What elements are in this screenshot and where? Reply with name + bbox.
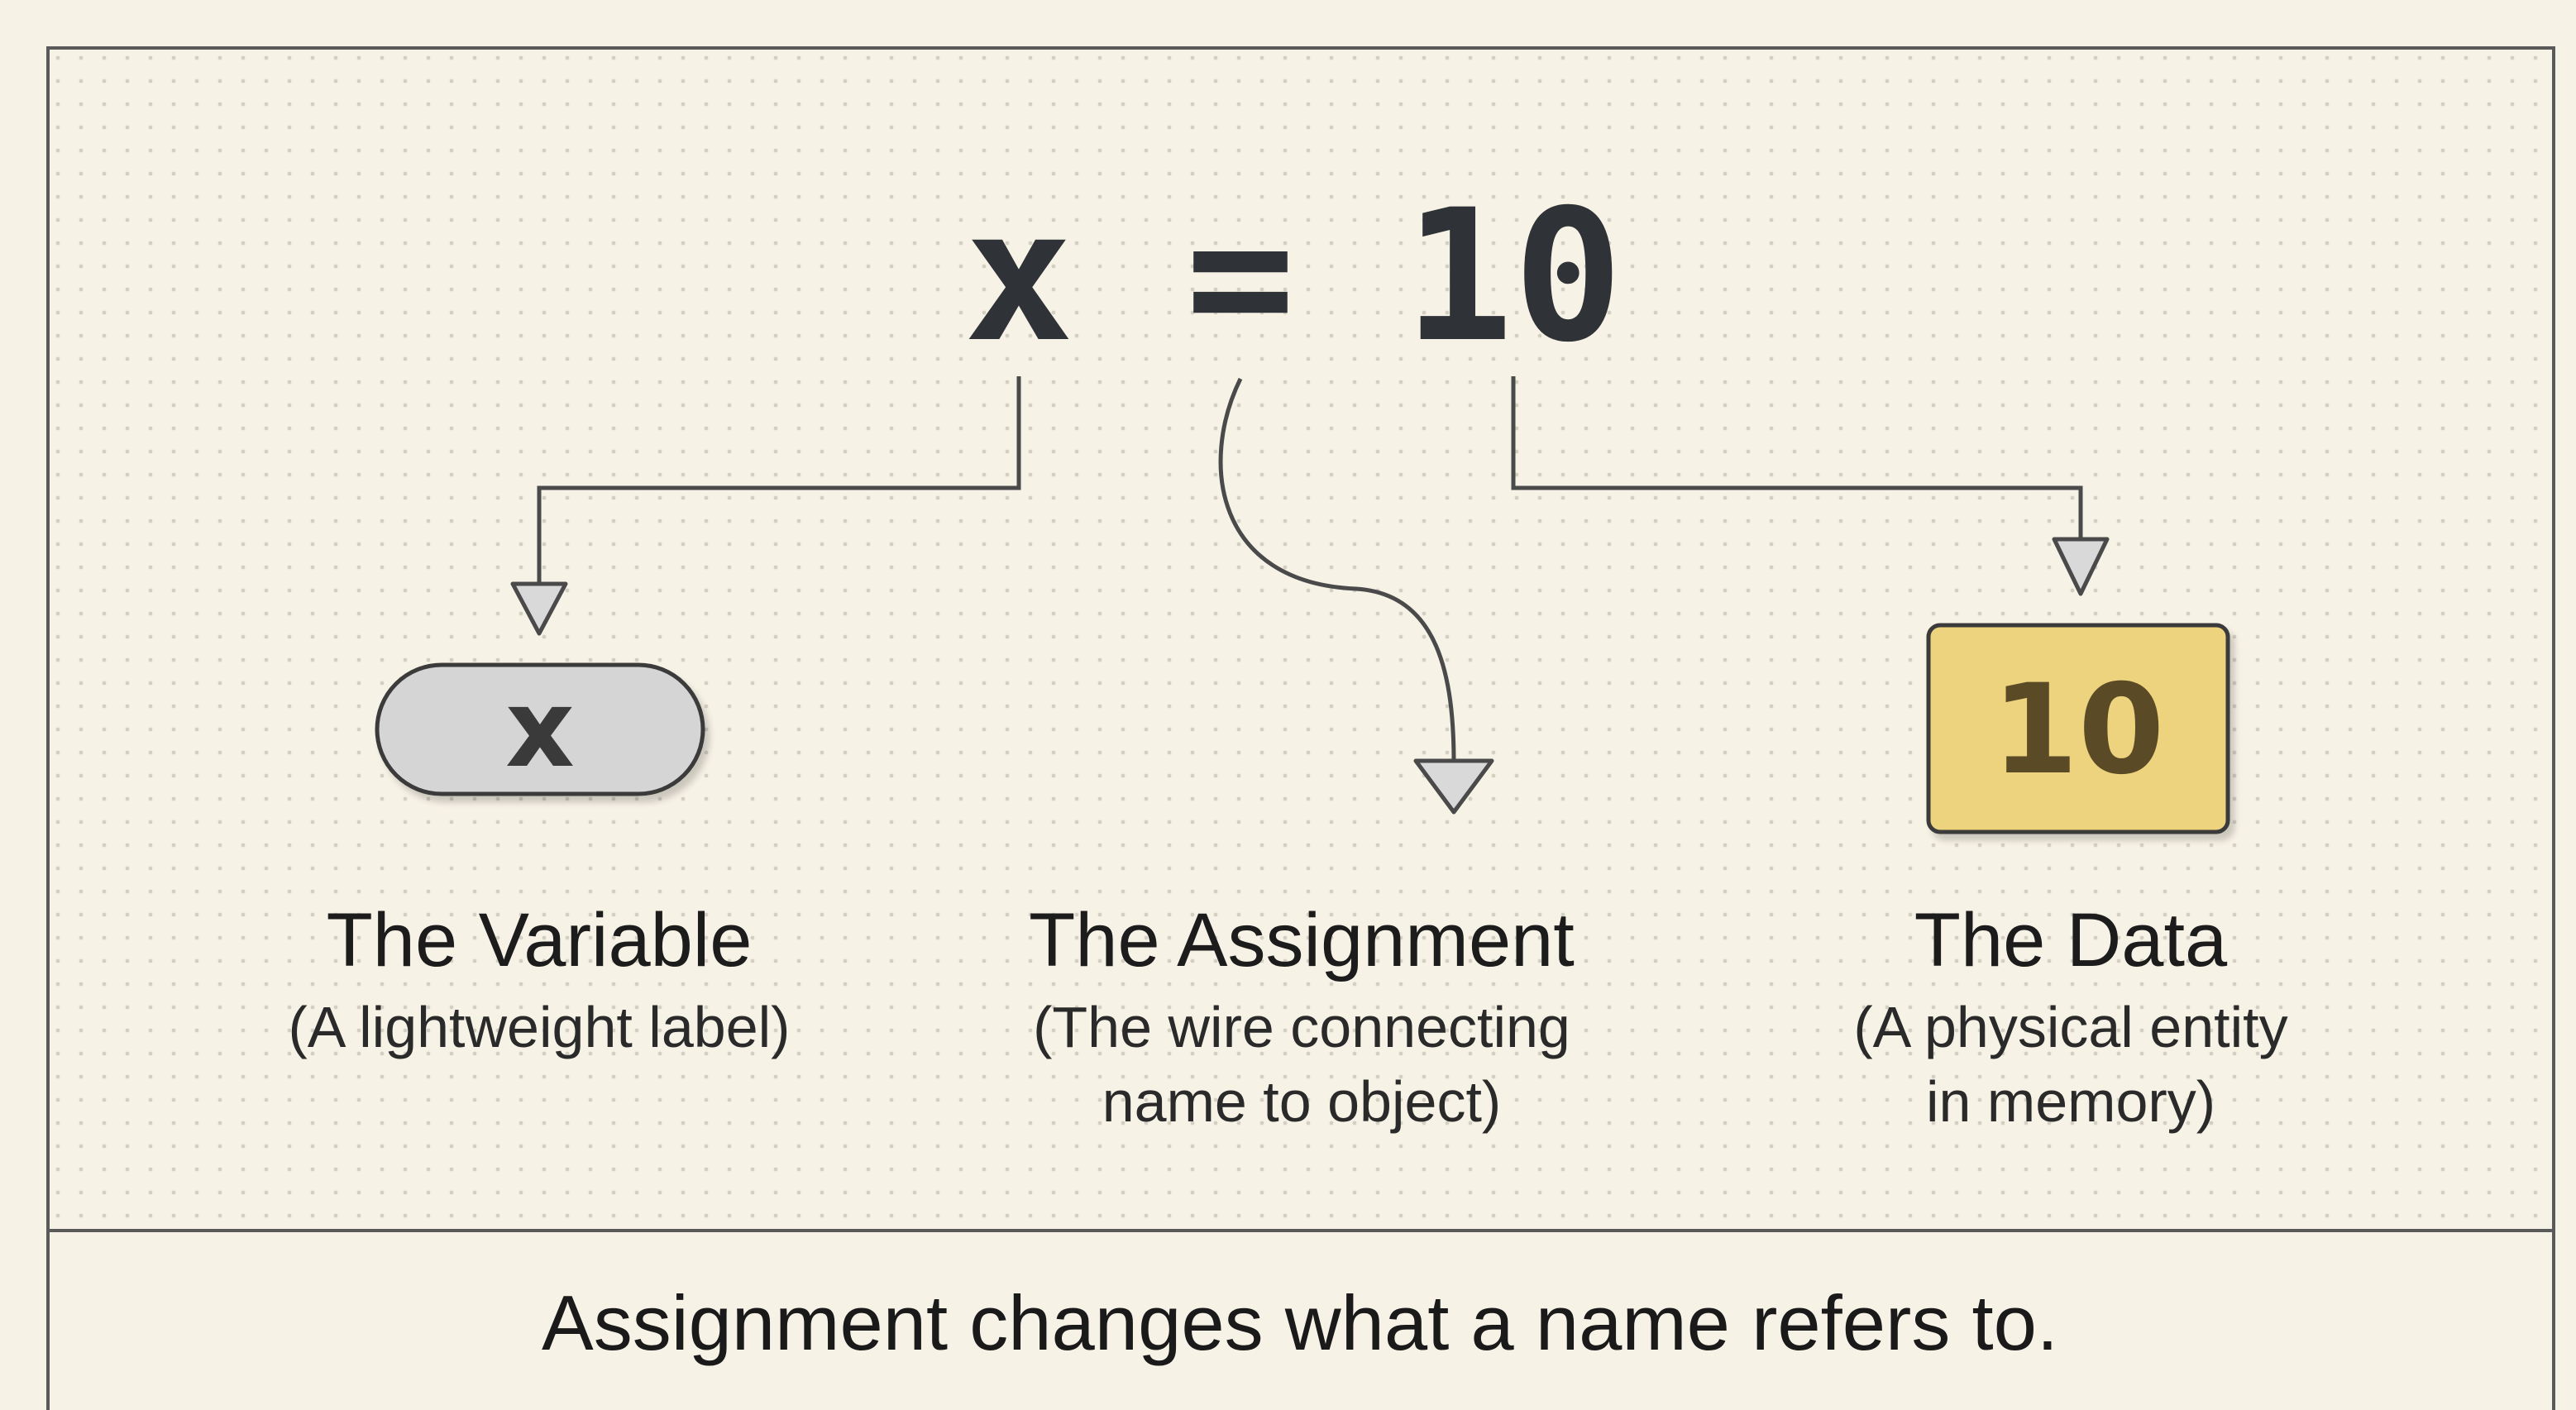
variable-subtitle: (A lightweight label) <box>289 995 791 1059</box>
data-box-text: 10 <box>1992 658 2165 802</box>
variable-pill-text: x <box>505 666 575 791</box>
variable-title: The Variable <box>327 898 753 982</box>
data-subtitle-line1: (A physical entity <box>1853 995 2287 1059</box>
data-box <box>1926 623 2230 834</box>
assignment-title: The Assignment <box>1029 898 1575 982</box>
statement-operator: = <box>1186 170 1295 382</box>
assignment-subtitle-line2: name to object) <box>1102 1069 1501 1134</box>
arrow-to-variable <box>510 376 1021 636</box>
diagram-frame <box>46 46 2555 1410</box>
variable-pill <box>375 662 705 796</box>
statement-variable: x <box>964 170 1073 382</box>
arrow-assignment-wire <box>1218 377 1494 815</box>
data-subtitle-line2: in memory) <box>1926 1069 2215 1134</box>
assignment-subtitle-line1: (The wire connecting <box>1033 995 1570 1059</box>
arrow-to-data <box>1511 376 2110 596</box>
caption: Assignment changes what a name refers to… <box>542 1279 2058 1366</box>
data-title: The Data <box>1914 898 2228 982</box>
statement-value: 10 <box>1404 170 1623 382</box>
